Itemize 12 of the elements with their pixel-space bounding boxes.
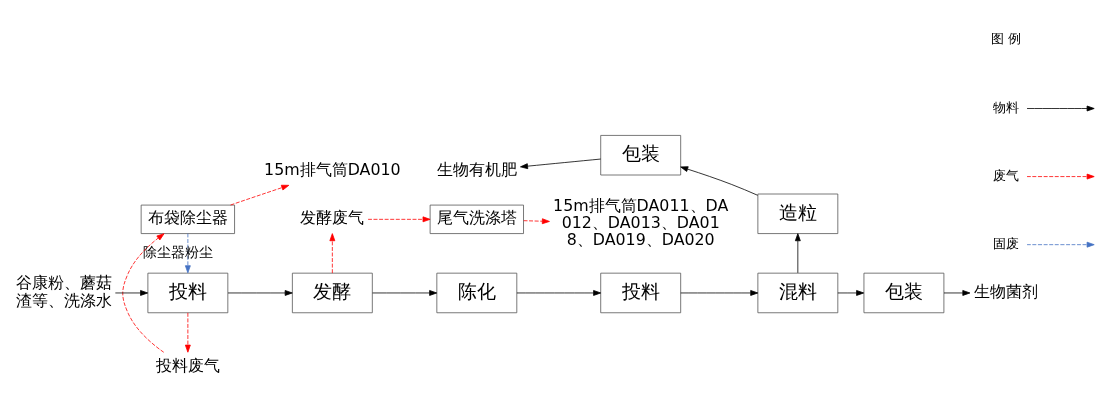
legend-label: 物料 — [992, 99, 1019, 115]
node-text: 投料废气 — [155, 355, 220, 375]
legend-label: 废气 — [992, 167, 1019, 183]
node-text: 生物菌剂 — [973, 281, 1038, 301]
node-text: 生物有机肥 — [436, 159, 517, 179]
node-text: 发酵废气 — [300, 207, 365, 227]
label: 图 例 — [990, 30, 1021, 46]
node-text: 15m排气筒DA011、DA012、DA013、DA018、DA019、DA020 — [553, 195, 729, 249]
edge-label: 除尘器粉尘 — [142, 243, 213, 260]
legend-label: 固废 — [992, 235, 1019, 251]
node-text: 谷康粉、蘑菇渣等、洗涤水 — [15, 272, 112, 310]
node-text: 15m排气筒DA010 — [264, 159, 401, 179]
